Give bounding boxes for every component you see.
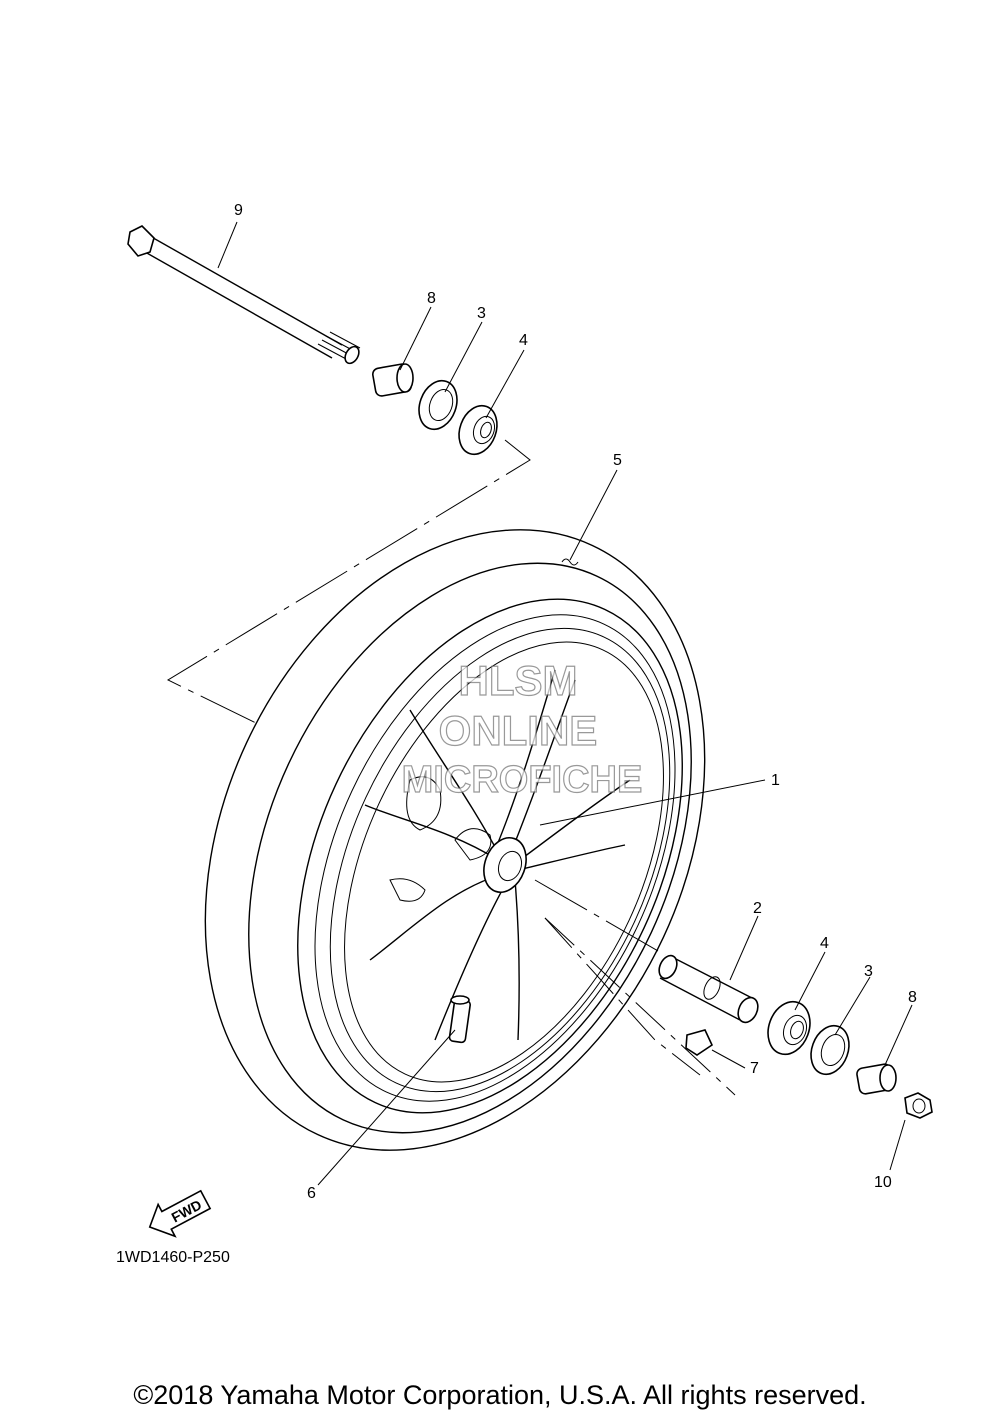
watermark-line-2: ONLINE — [439, 707, 598, 754]
bearing-part-4-lower[interactable] — [761, 996, 817, 1060]
nut-part-10[interactable] — [904, 1092, 933, 1119]
oil-seal-part-3-lower[interactable] — [805, 1020, 856, 1079]
callout-6: 6 — [307, 1185, 316, 1202]
callout-9: 9 — [234, 202, 243, 219]
callout-3-lower: 3 — [864, 963, 873, 980]
axle-part-9[interactable] — [127, 225, 362, 366]
copyright-notice: ©2018 Yamaha Motor Corporation, U.S.A. A… — [133, 1380, 867, 1410]
wheel-part-1[interactable] — [221, 538, 759, 1175]
diagram-code: 1WD1460-P250 — [116, 1249, 230, 1266]
callout-8-lower: 8 — [908, 989, 917, 1006]
valve-stem-part-6[interactable] — [448, 995, 471, 1044]
bearing-part-4-upper[interactable] — [453, 400, 504, 459]
spacer-part-2[interactable] — [656, 953, 762, 1026]
watermark-line-1: HLSM — [459, 657, 578, 704]
callout-5: 5 — [613, 452, 622, 469]
callout-10: 10 — [874, 1174, 892, 1191]
tire-part-5[interactable] — [109, 448, 801, 1232]
callout-2: 2 — [753, 900, 762, 917]
callout-4-upper: 4 — [519, 332, 528, 349]
collar-part-8-upper[interactable] — [371, 363, 414, 397]
fwd-direction-arrow: FWD — [148, 1189, 212, 1238]
watermark: HLSM ONLINE MICROFICHE — [401, 656, 643, 801]
callout-7: 7 — [750, 1060, 759, 1077]
balance-weight-part-7[interactable] — [685, 1029, 714, 1056]
callout-1: 1 — [771, 772, 780, 789]
callout-numbers: 9 8 3 4 5 1 2 4 3 8 7 10 6 — [234, 202, 917, 1202]
callout-3-upper: 3 — [477, 305, 486, 322]
callout-8-upper: 8 — [427, 290, 436, 307]
callout-4-lower: 4 — [820, 935, 829, 952]
collar-part-8-lower[interactable] — [856, 1063, 897, 1095]
oil-seal-part-3-upper[interactable] — [413, 375, 464, 434]
leader-lines — [217, 221, 913, 1186]
watermark-line-3: MICROFICHE — [402, 759, 643, 801]
